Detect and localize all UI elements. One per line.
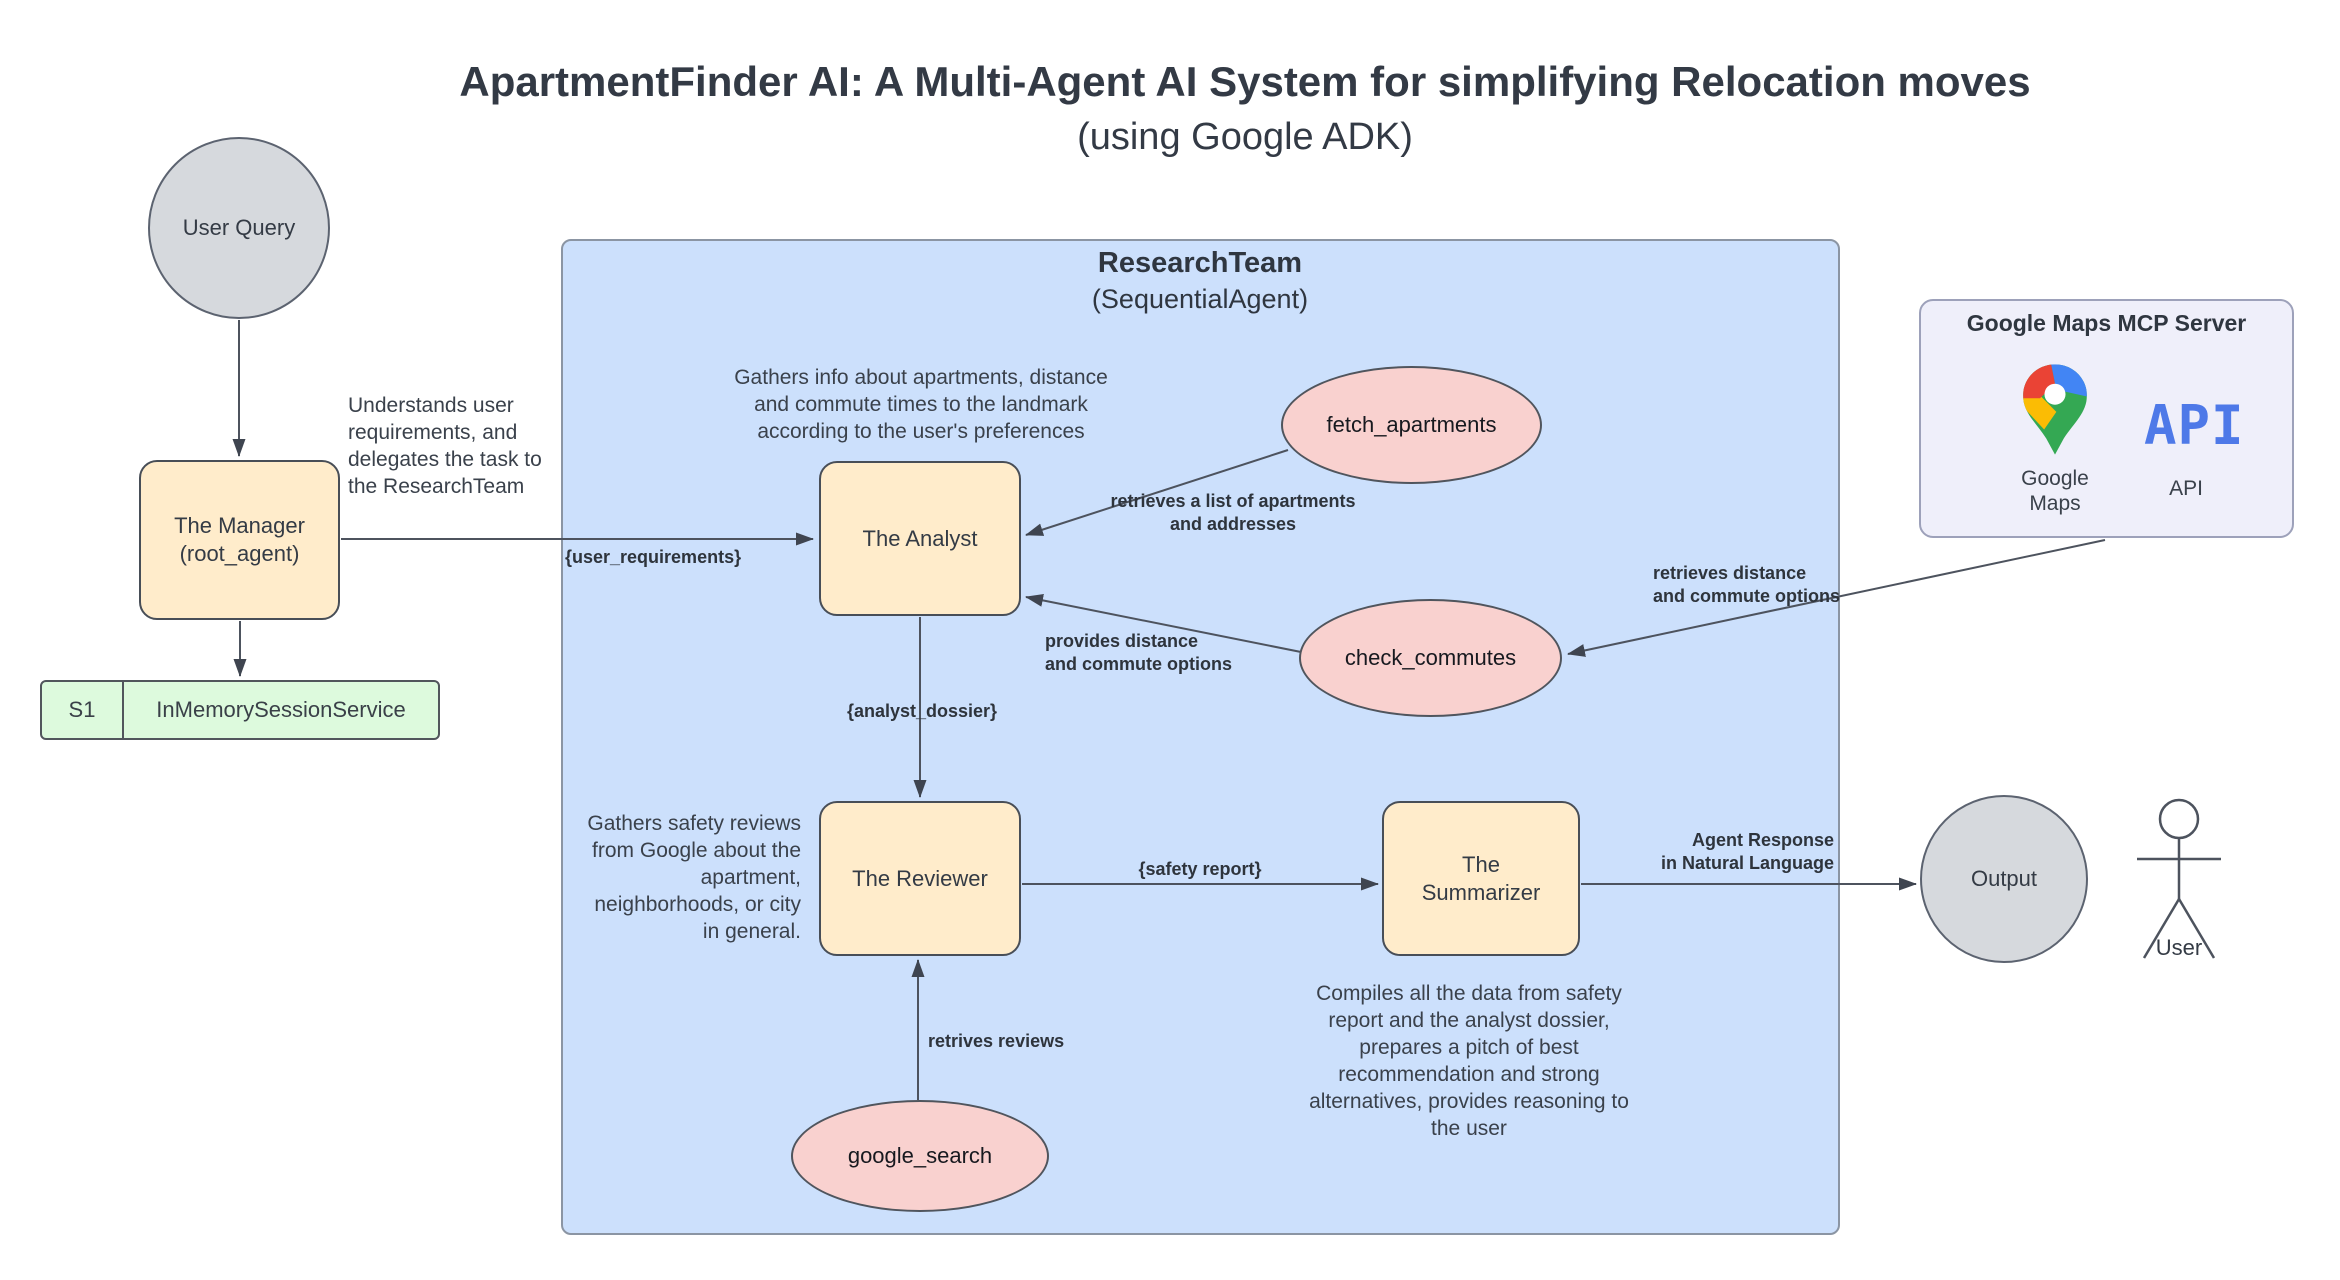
edge-label-safety-report: {safety report} [1138, 859, 1262, 879]
session-service-row: S1 InMemorySessionService [40, 680, 440, 740]
manager-node: The Manager (root_agent) [139, 460, 340, 620]
api-caption: API [2169, 477, 2203, 500]
summarizer-note: Compiles all the data from safety report… [1309, 982, 1629, 1140]
fetch-apartments-tool: fetch_apartments [1281, 366, 1542, 484]
reviewer-node: The Reviewer [819, 801, 1021, 956]
edge-label-maps-result: retrieves distance and commute options [1653, 563, 1841, 606]
session-id-cell: S1 [42, 682, 124, 738]
google-maps-icon [2023, 364, 2087, 455]
edge-label-reviews-result: retrives reviews [928, 1031, 1065, 1051]
output-node: Output [1920, 795, 2088, 963]
manager-note: Understands user requirements, and deleg… [348, 394, 542, 498]
research-team-container [561, 239, 1840, 1235]
edge-label-fetch-result: retrieves a list of apartments and addre… [1110, 491, 1356, 534]
api-icon: API [2144, 394, 2245, 457]
user-query-node: User Query [148, 137, 330, 319]
research-team-subtitle: (SequentialAgent) [1091, 284, 1309, 314]
page-subtitle: (using Google ADK) [1077, 116, 1413, 158]
mcp-server-box [1919, 299, 2294, 538]
edge-label-commute-result: provides distance and commute options [1045, 631, 1233, 674]
google-search-tool: google_search [791, 1100, 1049, 1212]
analyst-node: The Analyst [819, 461, 1021, 616]
edge-label-user-requirements: {user_requirements} [565, 547, 742, 567]
analyst-note: Gathers info about apartments, distance … [734, 366, 1108, 443]
google-maps-caption: Google Maps [2021, 467, 2089, 515]
edge-label-analyst-dossier: {analyst_dossier} [846, 701, 998, 721]
page-title: ApartmentFinder AI: A Multi-Agent AI Sys… [459, 58, 2031, 105]
research-team-title: ResearchTeam [1097, 247, 1303, 279]
reviewer-note: Gathers safety reviews from Google about… [587, 812, 801, 943]
edge-label-agent-response: Agent Response in Natural Language [1660, 830, 1834, 873]
mcp-server-title: Google Maps MCP Server [1966, 310, 2247, 336]
session-service-cell: InMemorySessionService [156, 697, 406, 722]
user-actor-label: User [2155, 935, 2203, 960]
summarizer-node: The Summarizer [1382, 801, 1580, 956]
check-commutes-tool: check_commutes [1299, 599, 1562, 717]
